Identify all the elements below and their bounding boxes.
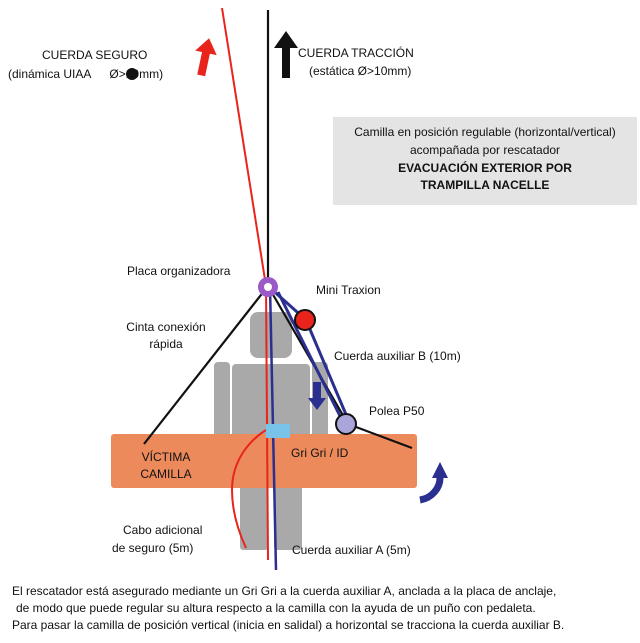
quick-connect-strap [143, 285, 269, 445]
info-line-4: TRAMPILLA NACELLE [420, 178, 550, 192]
caption-line-2: de modo que puede regular su altura resp… [16, 601, 536, 615]
cuerda-traccion-title: CUERDA TRACCIÓN [298, 46, 414, 60]
info-line-1: Camilla en posición regulable (horizonta… [354, 125, 616, 139]
cuerda-seguro-detail-b: Ø>10mm) [109, 67, 164, 81]
red-up-arrow [195, 38, 217, 77]
cuerda-aux-a-label: Cuerda auxiliar A (5m) [292, 543, 411, 557]
mini-traxion-label: Mini Traxion [316, 283, 381, 297]
info-line-3: EVACUACIÓN EXTERIOR POR [398, 161, 572, 175]
cabo-label-1: Cabo adicional [123, 523, 203, 537]
info-line-2: acompañada por rescatador [409, 143, 561, 157]
rescuer-right-leg [274, 474, 302, 550]
grigri-label: Gri Gri / ID [291, 446, 349, 460]
uiaa-badge-number: 1 [97, 70, 103, 80]
blue-curved-arrow [419, 462, 448, 504]
camilla-label: CAMILLA [140, 467, 192, 481]
pulley-p50 [335, 413, 357, 435]
diagram-graphic [111, 7, 448, 571]
cuerda-seguro-detail: (dinámica UIAA 1 Ø>10mm) [8, 67, 163, 82]
rigging-lines [143, 10, 413, 450]
cuerda-seguro-detail-a: (dinámica UIAA [8, 67, 91, 81]
cabo-label-2: de seguro (5m) [112, 541, 194, 555]
stretcher-victim [111, 434, 417, 488]
grigri-device [266, 424, 290, 438]
cinta-label-1: Cinta conexión [126, 320, 206, 334]
uiaa-badge [126, 68, 138, 80]
mini-traxion-device [294, 309, 316, 331]
blue-down-arrow [308, 382, 326, 410]
black-up-arrow [274, 31, 298, 78]
caption-line-3: Para pasar la camilla de posición vertic… [12, 618, 565, 632]
polea-label: Polea P50 [369, 404, 425, 418]
cuerda-aux-b-label: Cuerda auxiliar B (10m) [334, 349, 461, 363]
info-box: Camilla en posición regulable (horizonta… [333, 117, 637, 205]
strap-right [347, 422, 413, 450]
placa-label: Placa organizadora [127, 264, 231, 278]
caption: El rescatador está asegurado mediante un… [6, 583, 638, 634]
cinta-label-2: rápida [149, 337, 183, 351]
rescuer-left-arm [214, 362, 230, 454]
rescuer-left-leg [240, 474, 268, 550]
safety-rope [221, 7, 269, 561]
organizing-plate [258, 277, 278, 297]
victima-label: VÍCTIMA [141, 450, 191, 464]
cuerda-seguro-title: CUERDA SEGURO [42, 48, 148, 62]
caption-line-1: El rescatador está asegurado mediante un… [12, 584, 557, 598]
cuerda-traccion-detail: (estática Ø>10mm) [309, 64, 412, 78]
